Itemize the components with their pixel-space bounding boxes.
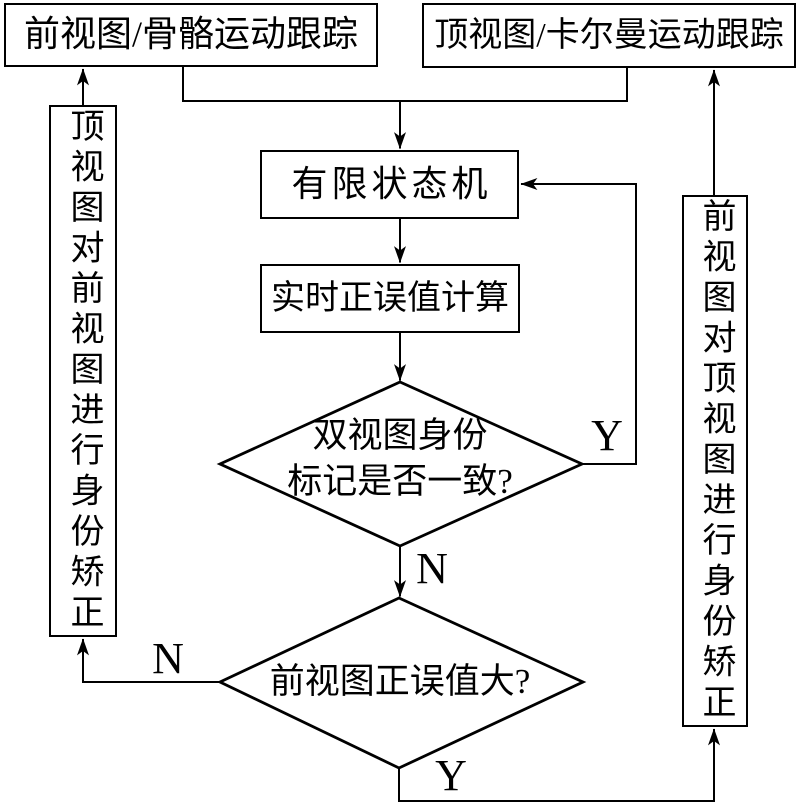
decision-consistent-label-line1: 双视图身份 [312,416,488,455]
node-finite-state-machine: 有限状态机 [260,150,519,219]
label-consistent-no: N [416,544,448,593]
edge-merge-bar [182,66,628,102]
edge-decision2-no-to-left-correct [77,638,220,683]
label-front-error-yes: Y [435,751,467,800]
decision-consistent-diamond [216,380,586,548]
node-front-view-tracking-label: 前视图/骨骼运动跟踪 [23,14,358,55]
node-top-view-tracking: 顶视图/卡尔曼运动跟踪 [422,3,796,68]
edge-decision1-yes-to-fsm [520,178,637,465]
edge-decision2-yes-to-right-correct [398,728,720,802]
node-realtime-error-calc-label: 实时正误值计算 [271,279,509,317]
node-finite-state-machine-label: 有限状态机 [291,163,492,204]
node-left-identity-correction: 顶视图对前视图进行身份矫正 [49,105,117,637]
decision-front-error-diamond [216,596,587,770]
decision-front-error-label: 前视图正误值大? [269,662,531,701]
decision-consistent-label-line2: 标记是否一致? [287,462,513,501]
decision-consistent-label: 双视图身份 标记是否一致? [240,413,560,505]
node-top-view-tracking-label: 顶视图/卡尔曼运动跟踪 [434,16,784,54]
node-front-view-tracking: 前视图/骨骼运动跟踪 [4,3,378,67]
node-left-identity-correction-label: 顶视图对前视图进行身份矫正 [65,107,102,635]
node-right-identity-correction: 前视图对顶视图进行身份矫正 [682,195,748,727]
label-consistent-yes: Y [591,411,623,460]
label-front-error-no: N [152,634,184,683]
node-realtime-error-calc: 实时正误值计算 [260,264,520,333]
node-right-identity-correction-label: 前视图对顶视图进行身份矫正 [697,197,734,725]
